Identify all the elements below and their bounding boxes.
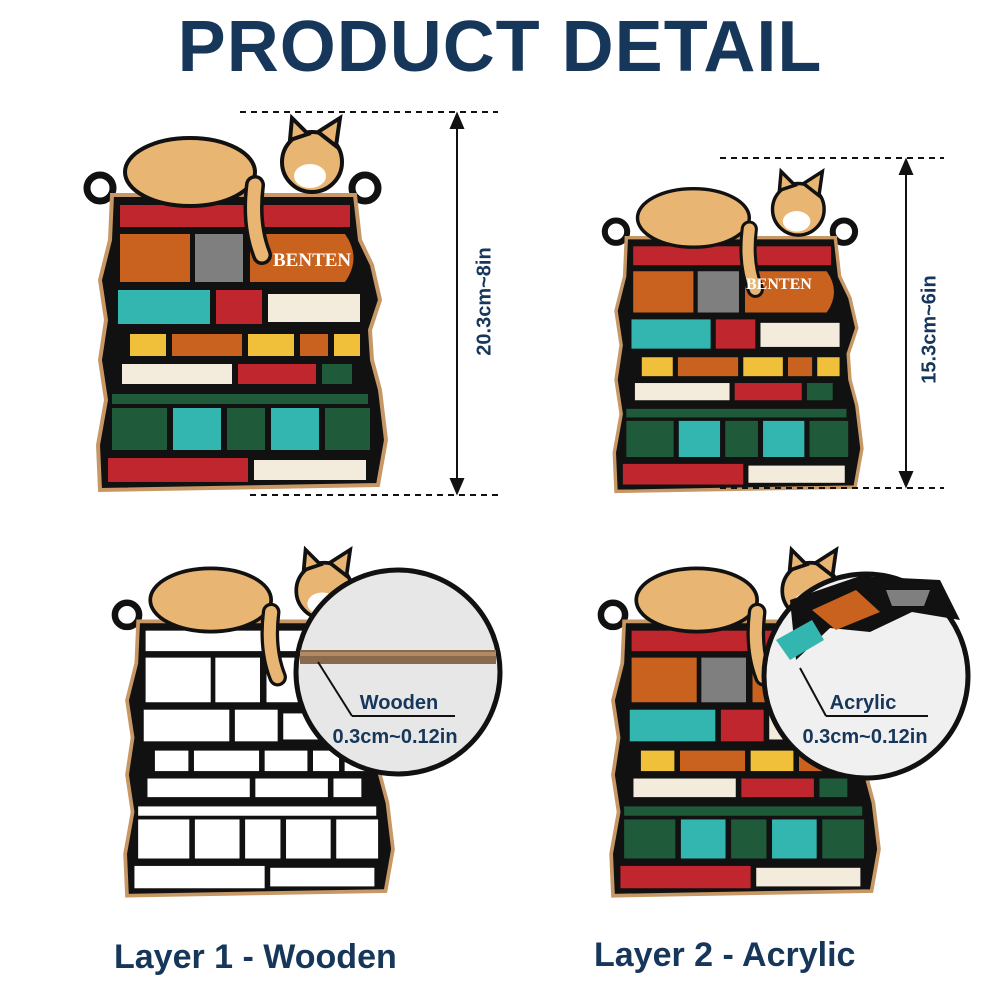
layer-2-caption: Layer 2 - Acrylic [594,936,856,974]
wooden-thickness-label: 0.3cm~0.12in [332,726,458,748]
acrylic-zoom-circle [761,571,971,781]
small-dimension-label: 15.3cm~6in [918,275,941,384]
wooden-material-label: Wooden [359,692,439,714]
wooden-zoom-circle [293,567,503,777]
acrylic-thickness-label: 0.3cm~0.12in [802,726,928,748]
large-dimension-marker [240,111,498,496]
acrylic-material-label: Acrylic [829,692,897,714]
page-title: PRODUCT DETAIL [177,7,823,87]
small-ornament [605,171,862,491]
large-dimension-label: 20.3cm~8in [473,247,496,356]
small-dimension-marker [720,157,944,489]
large-ornament [87,118,386,490]
ornament-name-small: BENTEN [746,276,812,293]
layer-1-caption: Layer 1 - Wooden [114,938,397,976]
ornament-name-large: BENTEN [273,250,352,271]
